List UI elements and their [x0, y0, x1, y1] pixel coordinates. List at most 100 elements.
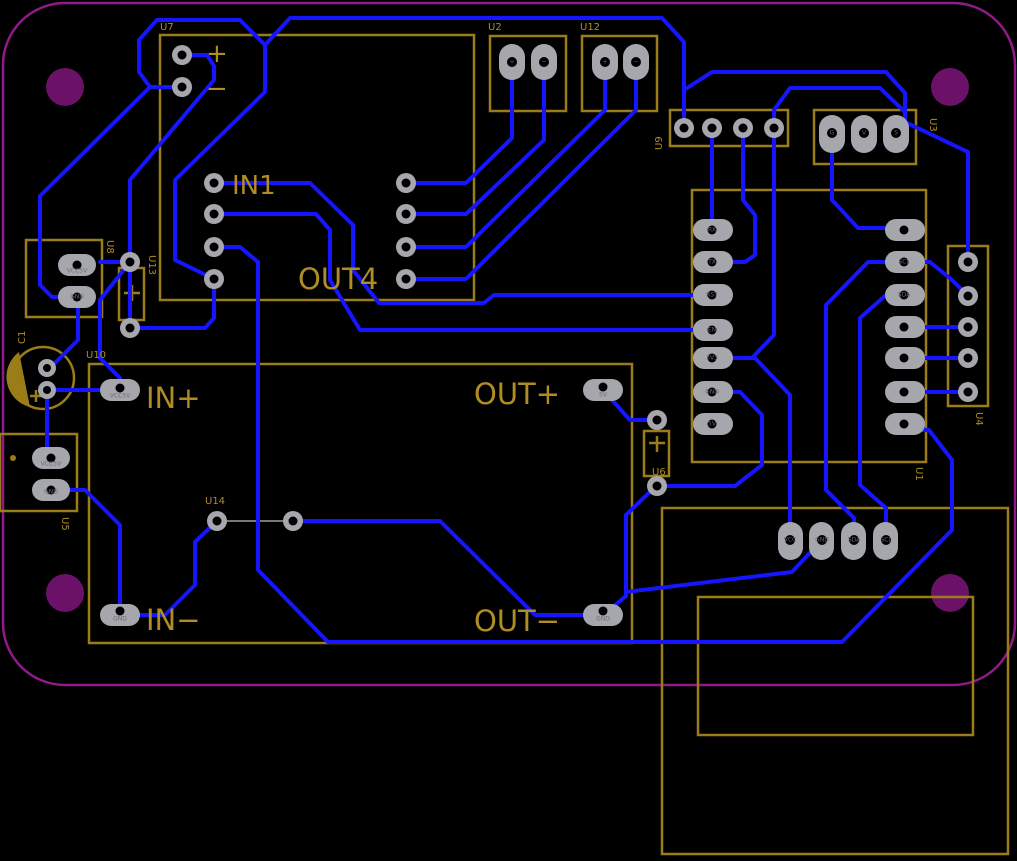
u9-header-outline	[668, 108, 790, 148]
pad-c1-2	[38, 381, 56, 399]
u7-module-outline	[158, 33, 476, 302]
in-plus-label: IN+	[146, 381, 201, 415]
pad-u1-right-4	[885, 316, 925, 338]
u6-outline	[642, 429, 671, 478]
pad-u9-1	[674, 118, 694, 138]
svg-text:V: V	[862, 130, 867, 137]
svg-text:VCC5V: VCC5V	[67, 268, 88, 275]
designator-u3: U3	[927, 118, 938, 132]
designator-u8: U8	[104, 240, 115, 254]
svg-text:GND: GND	[44, 489, 58, 496]
pad-hdr-vcc: VCC	[778, 522, 803, 560]
pad-u8-gnd: GND	[58, 286, 96, 308]
designator-u7: U7	[160, 22, 174, 33]
u2-terminal-outline	[488, 34, 568, 113]
svg-text:−: −	[541, 59, 546, 66]
pad-u7-plus	[172, 45, 192, 65]
mounting-hole-bottom-left	[46, 574, 84, 612]
pad-u1-gnd: GND	[693, 381, 733, 403]
svg-text:GND: GND	[113, 616, 127, 623]
svg-text:GND: GND	[705, 389, 719, 396]
svg-text:RX: RX	[708, 227, 716, 234]
in-minus-label: IN−	[146, 603, 201, 637]
u5-outline	[0, 432, 79, 513]
pad-u1-left-3: RST	[693, 284, 733, 306]
designator-u10: U10	[86, 350, 106, 361]
pad-u7-out2	[396, 204, 416, 224]
mounting-hole-top-left	[46, 68, 84, 106]
pad-u3-g: G	[819, 115, 845, 153]
svg-text:−: −	[633, 59, 638, 66]
pad-u1-rx: RX	[693, 219, 733, 241]
pad-u4-2	[958, 286, 978, 306]
pad-u9-2	[702, 118, 722, 138]
pad-u5-vcc: VCC5V	[32, 447, 70, 469]
designator-u2: U2	[488, 22, 502, 33]
pad-u1-sda: SDA	[885, 284, 925, 306]
designator-u5: U5	[59, 517, 70, 531]
designator-u14: U14	[205, 496, 225, 507]
pad-u1-5v: 5V	[693, 413, 733, 435]
svg-text:RST: RST	[706, 292, 718, 299]
pad-u7-out4	[396, 269, 416, 289]
pad-u7-out1	[396, 173, 416, 193]
pad-u4-5	[958, 382, 978, 402]
pad-u7-minus	[172, 77, 192, 97]
designator-u9: U9	[654, 136, 665, 150]
pad-u7-in2	[204, 204, 224, 224]
svg-text:+: +	[509, 59, 514, 66]
sensor-module-outer	[660, 506, 1010, 856]
pad-u3-v: V	[851, 115, 877, 153]
pad-u4-1	[958, 252, 978, 272]
pad-u8-vcc: VCC5V	[58, 254, 96, 276]
pad-u4-4	[958, 348, 978, 368]
pad-hdr-gnd: GND	[809, 522, 834, 560]
pad-u2-a: +	[499, 44, 525, 80]
pad-u1-left-4: EN	[693, 319, 733, 341]
pad-u9-3	[733, 118, 753, 138]
pad-u6-1	[647, 410, 667, 430]
pad-u1-right-5	[885, 347, 925, 369]
svg-text:GND: GND	[815, 537, 829, 544]
module-labels: + − IN1 OUT4 IN+ IN− OUT+ OUT−	[146, 39, 560, 638]
out-plus-label: OUT+	[474, 377, 560, 411]
pad-u9-4	[764, 118, 784, 138]
svg-text:SDA: SDA	[848, 537, 861, 544]
svg-text:5V: 5V	[708, 421, 717, 428]
u7-minus-label: −	[206, 74, 228, 104]
pad-u10-out-plus: 5V	[583, 379, 623, 401]
u8-outline	[24, 238, 104, 319]
designator-u1: U1	[913, 467, 924, 481]
svg-text:VCC: VCC	[784, 537, 796, 544]
designators: U7 U2 U12 U9 U3 U8 U13 C1 U10 U5 U14 U1 …	[17, 22, 984, 531]
mounting-hole-top-right	[931, 68, 969, 106]
svg-text:TX: TX	[707, 259, 716, 266]
pad-u1-3v3: 3V3	[693, 347, 733, 369]
designator-u4: U4	[973, 412, 984, 426]
pad-u12-b: −	[623, 44, 649, 80]
pad-u13-1	[120, 252, 140, 272]
designator-u6: U6	[652, 467, 666, 478]
designator-c1: C1	[17, 331, 28, 344]
svg-text:5V: 5V	[599, 392, 608, 399]
svg-text:3V3: 3V3	[706, 355, 718, 362]
pad-u5-gnd: GND	[32, 479, 70, 501]
svg-text:VCC5V: VCC5V	[41, 461, 62, 468]
pad-u12-a: +	[592, 44, 618, 80]
svg-text:EN: EN	[708, 327, 716, 334]
pad-u6-2	[647, 476, 667, 496]
round-pads	[38, 45, 978, 531]
out-minus-label: OUT−	[474, 604, 560, 638]
pad-u10-out-minus: GND	[583, 604, 623, 626]
pad-c1-1	[38, 359, 56, 377]
pad-u14-2	[283, 511, 303, 531]
u3-header-outline	[812, 108, 918, 166]
pad-u7-in3	[204, 237, 224, 257]
svg-text:S: S	[894, 130, 898, 137]
pad-u2-b: −	[531, 44, 557, 80]
svg-text:GND: GND	[70, 294, 84, 301]
mounting-hole-bottom-right	[931, 574, 969, 612]
pad-u1-right-7	[885, 413, 925, 435]
pad-hdr-scl: SCL	[873, 522, 898, 560]
pad-hdr-sda: SDA	[841, 522, 866, 560]
